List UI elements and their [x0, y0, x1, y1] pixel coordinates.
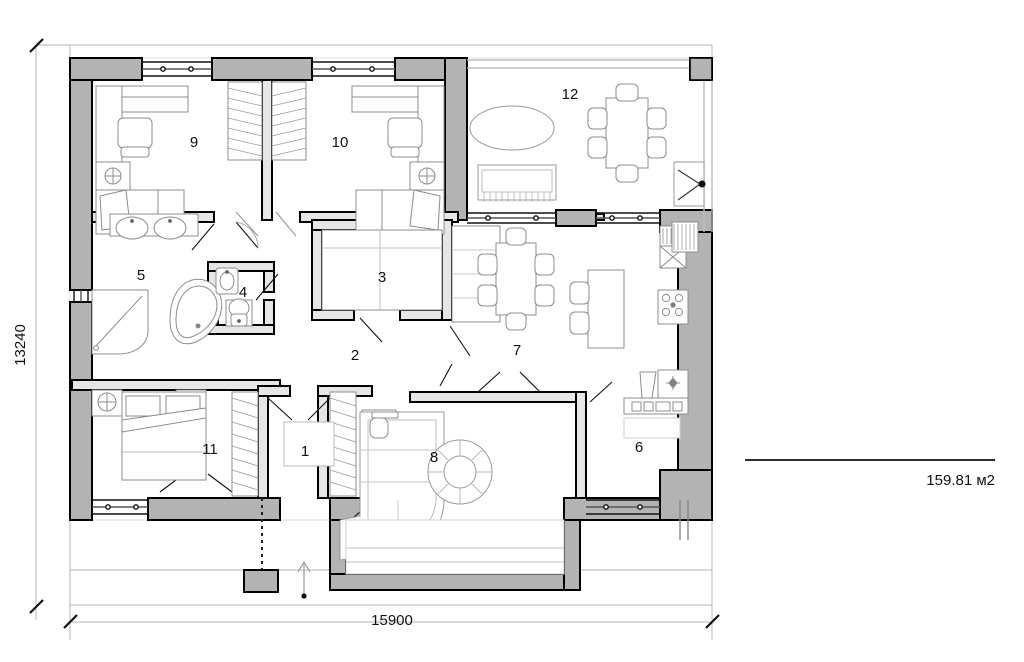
bathroom-5-fixtures: [91, 213, 223, 355]
window-terrace-lower: [596, 212, 660, 224]
terrace-rail-right: [703, 80, 713, 232]
room-label-10: 10: [332, 134, 349, 151]
window-right-kitchen: [679, 500, 689, 540]
room-label-9: 9: [190, 134, 198, 151]
window-bottom-left: [92, 499, 148, 515]
room-label-12: 12: [562, 86, 579, 103]
bedroom-9-furniture: [95, 85, 189, 235]
master-bedroom-11-furniture: [91, 389, 259, 497]
room-label-1: 1: [301, 443, 309, 460]
window-bottom-right: [586, 499, 660, 515]
room-label-4: 4: [239, 284, 247, 301]
room-label-7: 7: [513, 342, 521, 359]
room-label-11: 11: [202, 441, 218, 458]
windows: [73, 59, 713, 540]
exterior-details: [689, 57, 713, 81]
window-top-1: [142, 61, 212, 77]
room-3-storage: [321, 229, 443, 311]
closet-hatching-bedrooms: [227, 81, 307, 161]
room-label-6: 6: [635, 439, 643, 456]
dining-7-furniture: [477, 227, 625, 349]
porch-post: [243, 569, 279, 593]
window-top-2: [312, 61, 395, 77]
entry-direction-arrow: [297, 560, 311, 599]
room-label-2: 2: [351, 347, 359, 364]
wc-4-fixtures: [215, 267, 253, 327]
bedroom-10-furniture: [351, 85, 445, 235]
dimension-height-label: 13240: [12, 324, 29, 366]
window-terrace-lower-2: [467, 212, 556, 224]
terrace-rail-top: [467, 59, 690, 69]
area-callout: 159.81 м2: [745, 459, 995, 489]
room-label-3: 3: [378, 269, 386, 286]
terrace-12-furniture: [469, 83, 699, 253]
room-label-8: 8: [430, 449, 438, 466]
room-number-labels: 1 2 3 4 5 6 7 8 9 10 11 12: [137, 86, 643, 466]
total-area-label: 159.81 м2: [926, 472, 995, 489]
terrace-door: [673, 161, 706, 207]
window-left-1: [73, 290, 89, 302]
entry-porch: [243, 498, 565, 599]
room-label-5: 5: [137, 267, 145, 284]
dimension-ticks: [29, 38, 720, 629]
dimension-width-label: 15900: [371, 612, 413, 629]
